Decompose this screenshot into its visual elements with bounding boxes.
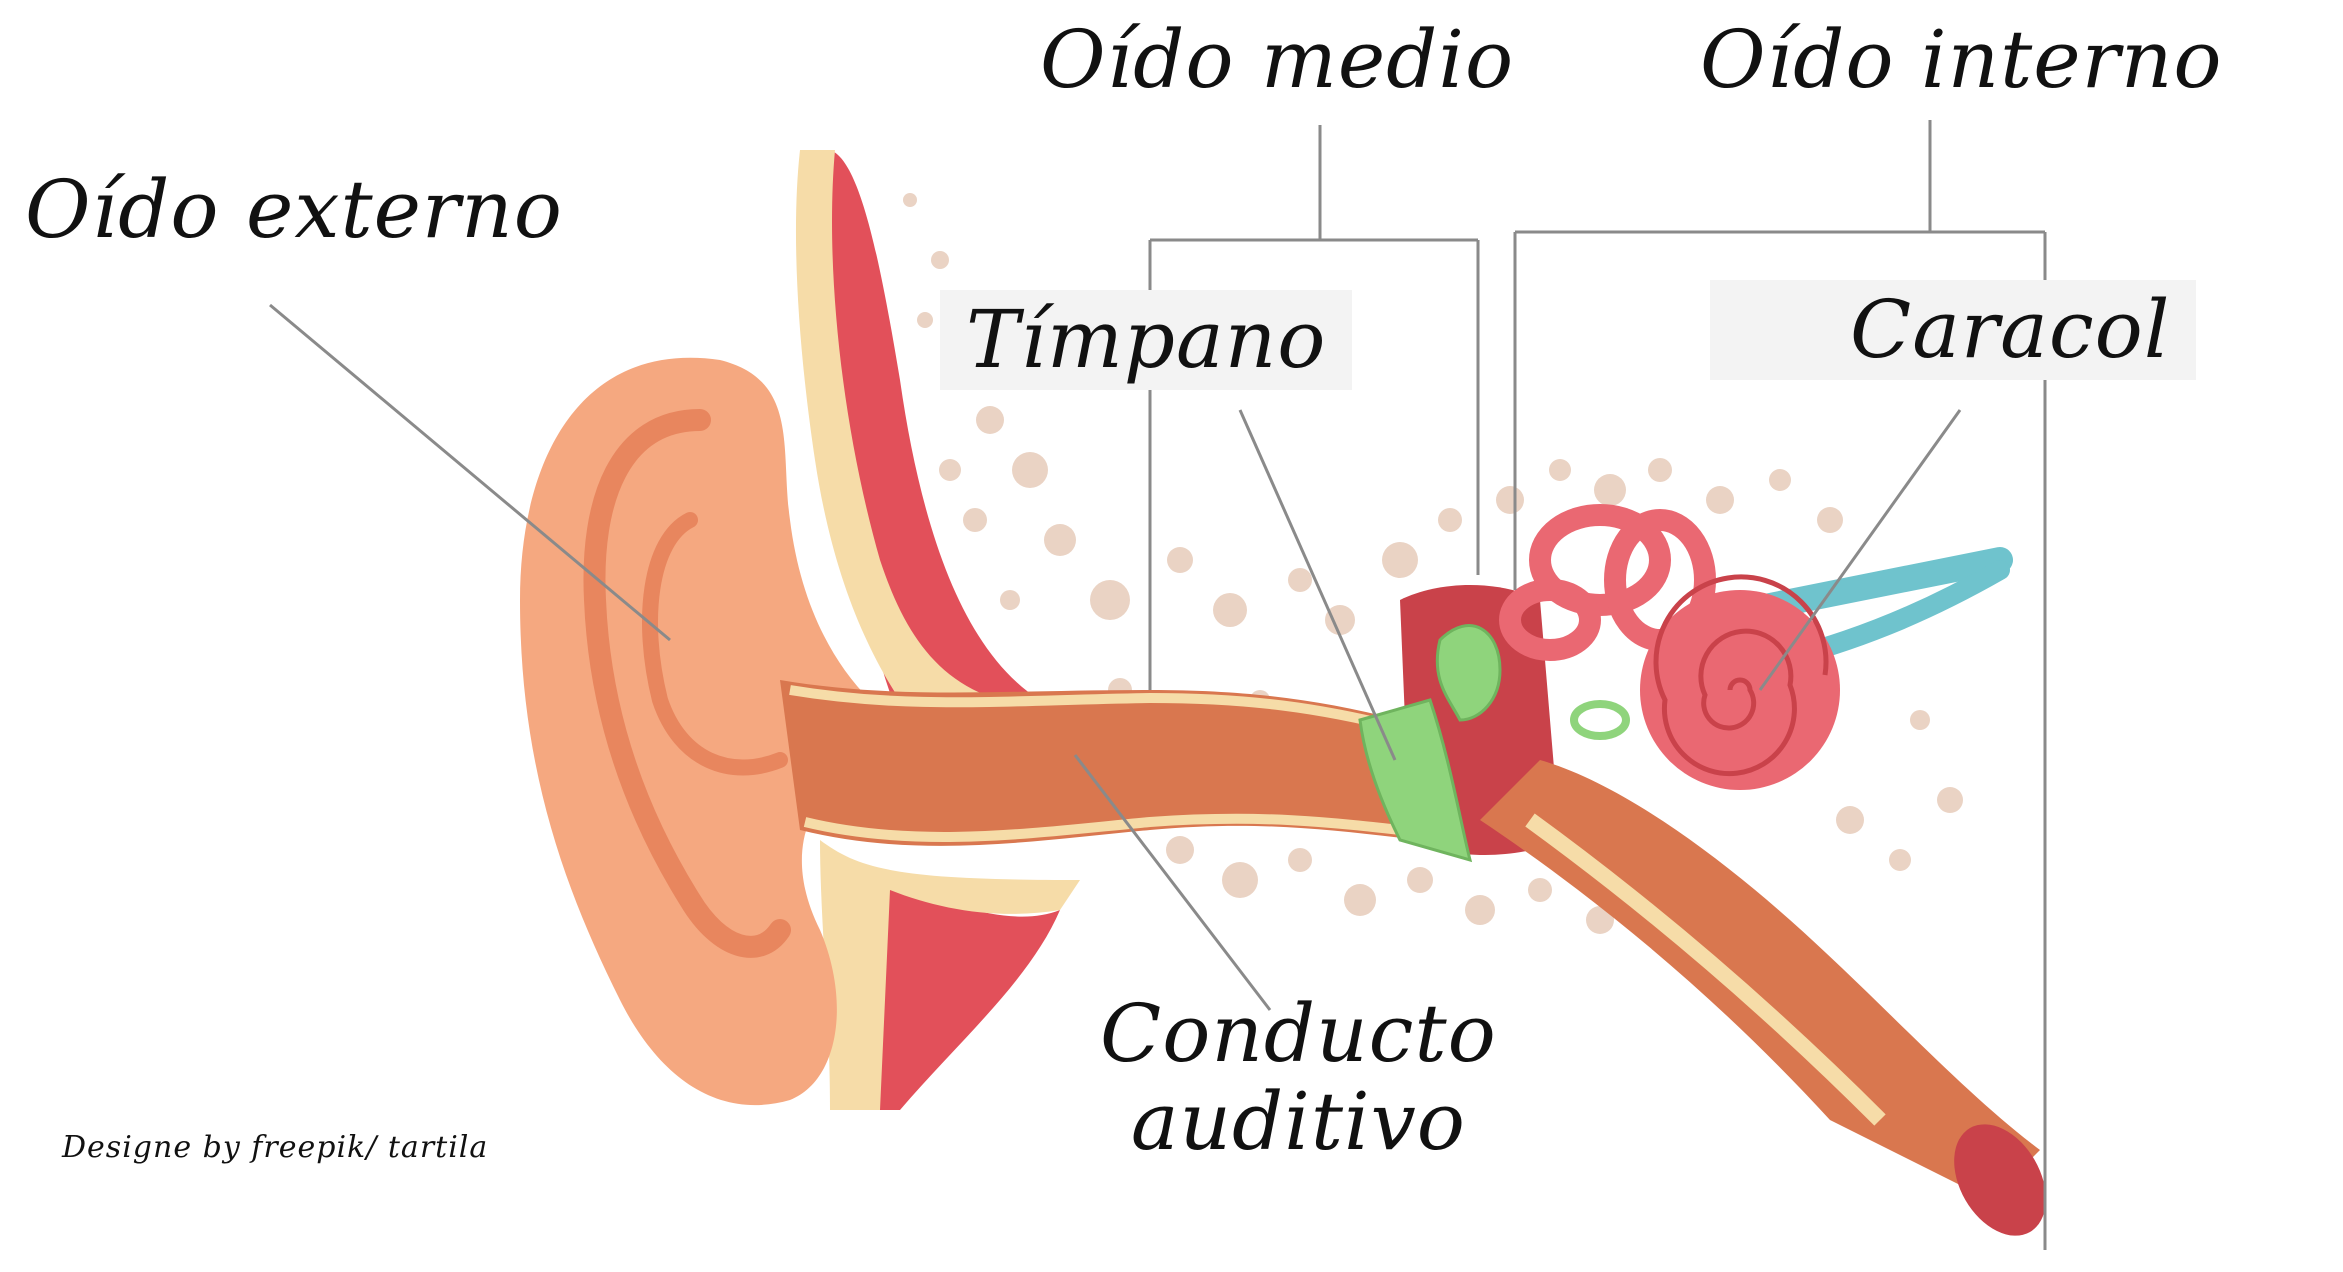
eustachian-tube [1480,760,2040,1200]
label-oido-interno: Oído interno [1700,20,2223,100]
stapes [1574,704,1626,736]
caracol-leader [1760,410,1960,690]
label-conducto-line1: Conducto [1100,990,1497,1078]
credit-text: Designe by freepik/ tartila [62,1130,488,1165]
label-conducto-auditivo: Conducto auditivo [1100,990,1497,1166]
label-caracol: Caracol [1710,280,2196,380]
label-oido-externo: Oído externo [25,170,563,250]
muscle-lower [880,880,1060,1110]
label-timpano: Tímpano [940,290,1352,390]
label-oido-medio: Oído medio [1040,20,1514,100]
muscle-upper [821,150,1040,720]
label-conducto-line2: auditivo [1100,1078,1497,1166]
